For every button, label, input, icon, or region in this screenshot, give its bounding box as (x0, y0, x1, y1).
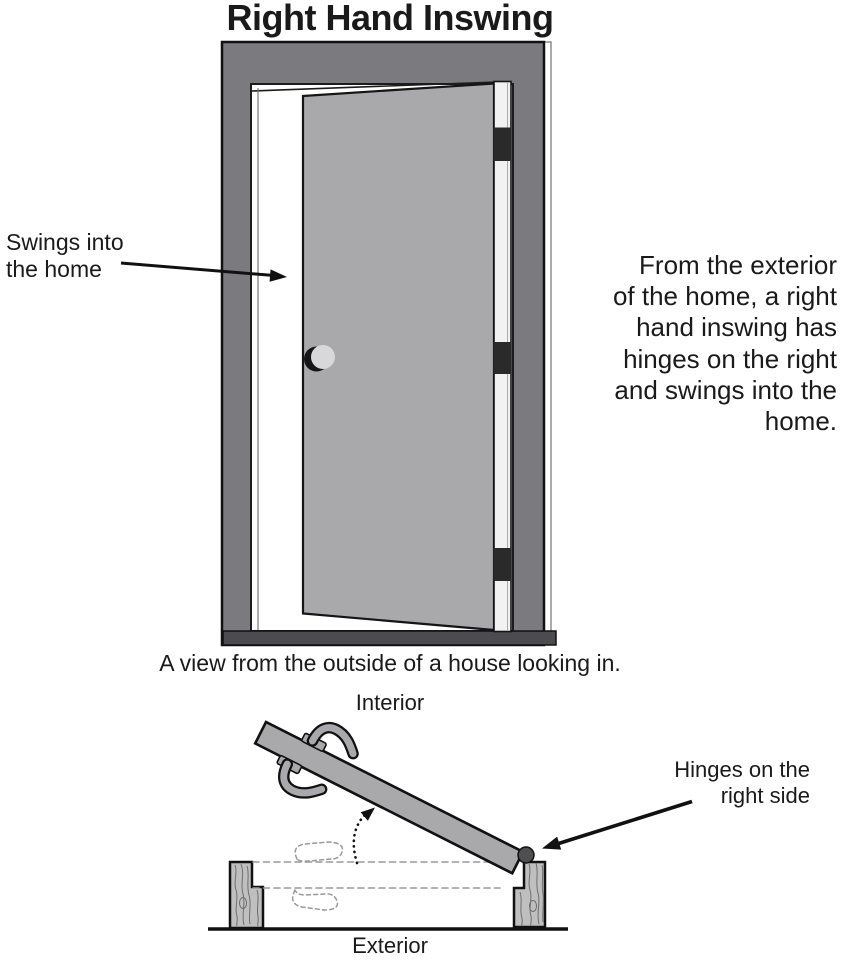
doorway-header-line (251, 81, 498, 92)
swing-arc-arrow (352, 807, 375, 865)
lever-handle-interior (301, 721, 359, 760)
interior-label: Interior (355, 690, 425, 715)
hinge-top (493, 127, 512, 161)
threshold (222, 630, 557, 646)
open-door-slab (253, 720, 525, 876)
door-plan-view-diagram (208, 720, 693, 931)
lever-handle-exterior (276, 755, 328, 799)
exterior-description-text: From the exterior of the home, a right h… (612, 250, 837, 437)
exterior-label: Exterior (352, 933, 428, 958)
right-jamb-wood-grain (519, 862, 544, 927)
left-jamb-wood-grain (234, 863, 259, 927)
swings-into-arrowhead (269, 269, 287, 282)
hinges-pointer-arrowhead (542, 836, 562, 850)
hinge-pivot-dot (517, 846, 535, 864)
swings-into-home-label: Swings into the home (6, 229, 124, 282)
door-knob (311, 345, 335, 369)
swing-arc-arrowhead (360, 807, 375, 821)
closed-door-dashed-outline (252, 841, 508, 911)
view-caption: A view from the outside of a house looki… (159, 650, 621, 676)
door-exterior-view-diagram (120, 40, 557, 647)
page-title: Right Hand Inswing (226, 0, 554, 38)
open-door-plan (253, 720, 525, 876)
hinges-pointer-arrow (542, 799, 693, 850)
hinge-middle (493, 342, 512, 374)
left-door-jamb (228, 860, 265, 930)
right-door-jamb (512, 860, 547, 929)
dashed-handle-exterior (291, 889, 339, 911)
hinge-bottom (493, 548, 512, 581)
swings-into-arrow (120, 261, 287, 282)
dashed-handle-interior (294, 841, 344, 862)
hinges-right-side-label: Hinges on the right side (674, 757, 810, 808)
